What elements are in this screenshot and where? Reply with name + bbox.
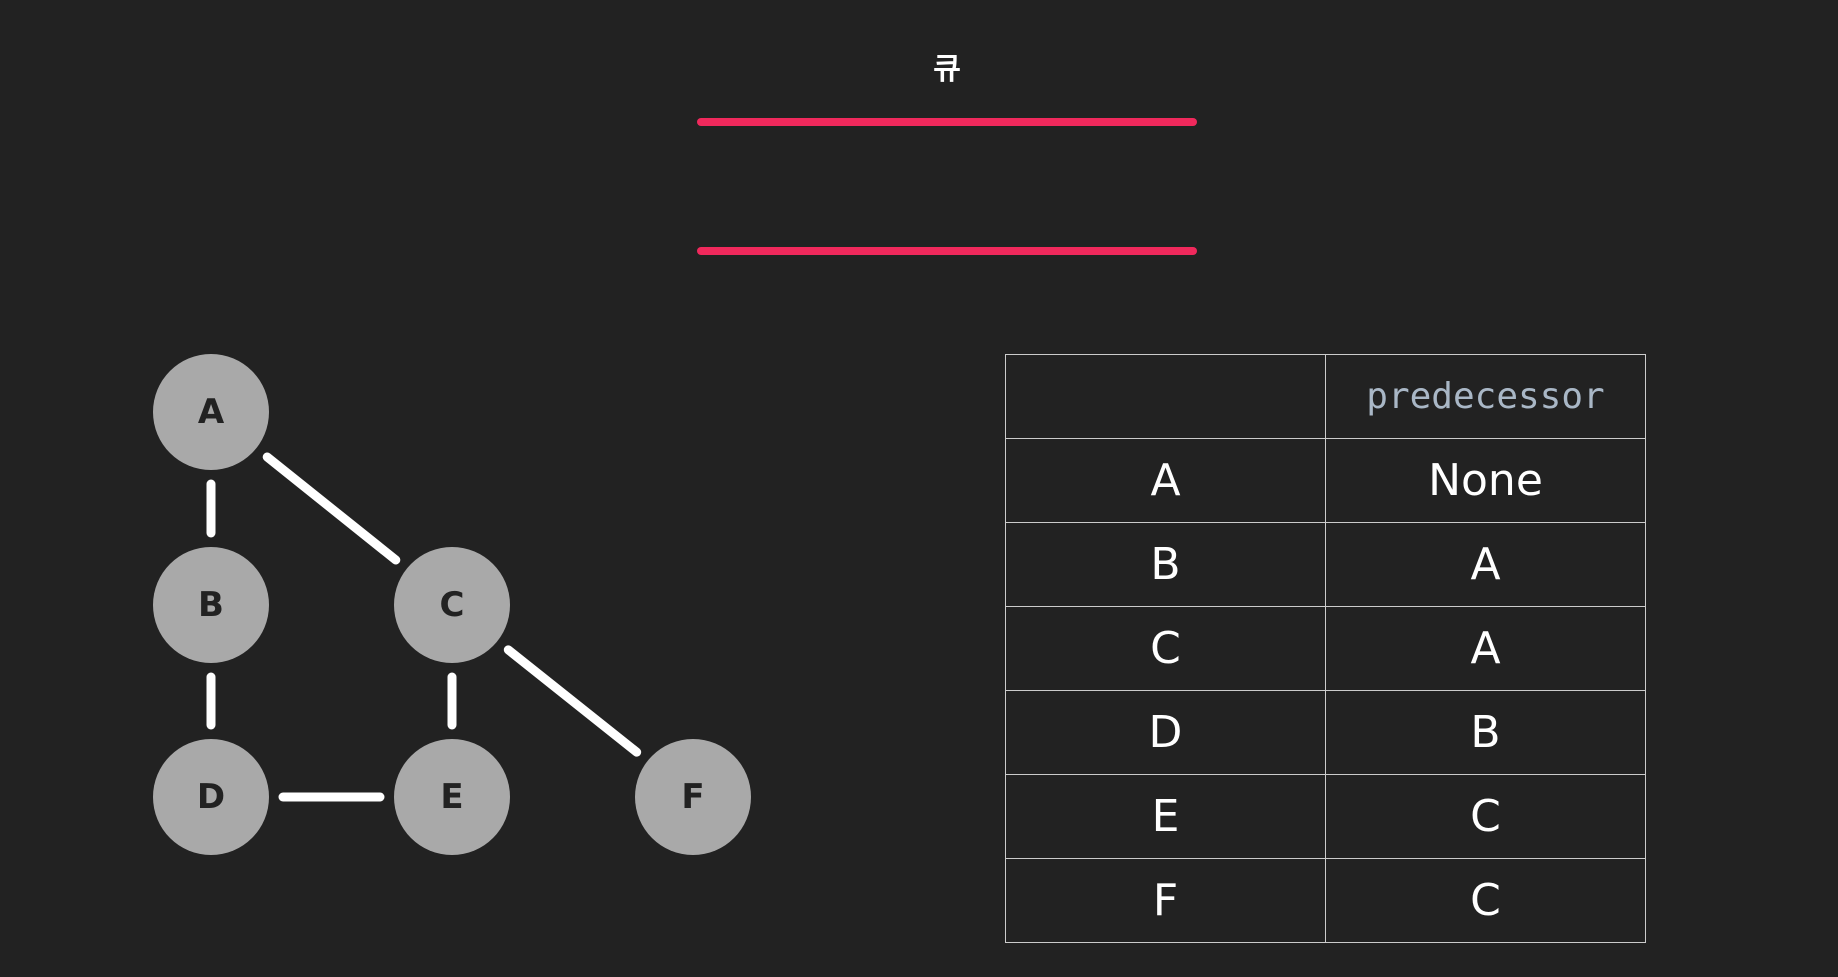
table-row: B A <box>1005 522 1646 607</box>
vertex-cell: A <box>1005 438 1326 523</box>
node-f: F <box>635 739 751 855</box>
vertex-cell: F <box>1005 858 1326 943</box>
node-a: A <box>153 354 269 470</box>
node-circle <box>635 739 751 855</box>
vertex-cell: D <box>1005 690 1326 775</box>
node-e: E <box>394 739 510 855</box>
graph-edges <box>206 452 642 802</box>
node-circle <box>153 547 269 663</box>
table-corner-cell <box>1005 354 1326 439</box>
predecessor-cell: C <box>1325 774 1646 859</box>
table-row: C A <box>1005 606 1646 691</box>
vertex-cell: B <box>1005 522 1326 607</box>
node-label: D <box>197 777 225 817</box>
graph-nodes: A B C D E F <box>153 354 751 855</box>
predecessor-cell: C <box>1325 858 1646 943</box>
predecessor-cell: A <box>1325 606 1646 691</box>
node-circle <box>153 354 269 470</box>
queue-label: 큐 <box>933 52 961 87</box>
table-row: F C <box>1005 858 1646 943</box>
node-circle <box>394 739 510 855</box>
node-label: C <box>440 585 465 625</box>
node-label: B <box>198 585 224 625</box>
graph-diagram: A B C D E F <box>153 354 751 855</box>
table-row: A None <box>1005 438 1646 523</box>
vertex-cell: C <box>1005 606 1326 691</box>
predecessor-cell: B <box>1325 690 1646 775</box>
node-circle <box>394 547 510 663</box>
predecessor-cell: A <box>1325 522 1646 607</box>
table-header-row: predecessor <box>1005 354 1646 439</box>
table-row: D B <box>1005 690 1646 775</box>
node-circle <box>153 739 269 855</box>
predecessor-column-header: predecessor <box>1325 354 1646 439</box>
node-c: C <box>394 547 510 663</box>
node-b: B <box>153 547 269 663</box>
node-label: F <box>681 777 704 817</box>
vertex-cell: E <box>1005 774 1326 859</box>
queue-top-line <box>697 118 1197 126</box>
predecessor-cell: None <box>1325 438 1646 523</box>
predecessor-table: predecessor A None B A C A D B E C F C <box>1005 354 1646 943</box>
node-d: D <box>153 739 269 855</box>
edge-c-f <box>503 645 642 757</box>
node-label: E <box>440 777 463 817</box>
table-row: E C <box>1005 774 1646 859</box>
queue-bottom-line <box>697 247 1197 255</box>
node-label: A <box>198 392 225 432</box>
edge-a-c <box>262 452 401 565</box>
